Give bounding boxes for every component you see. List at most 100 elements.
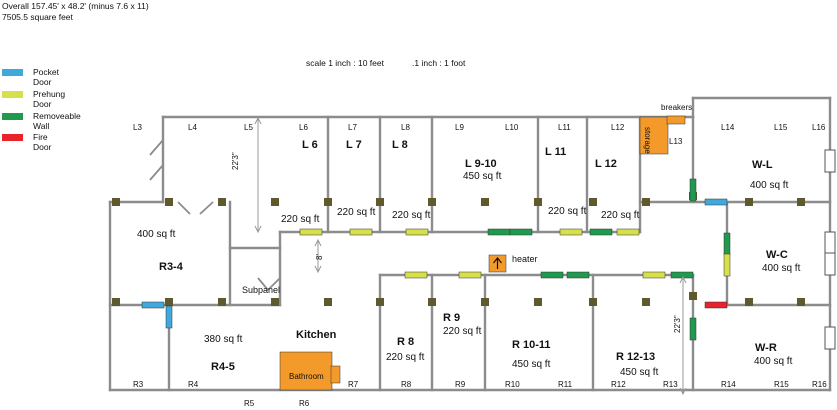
bathroom	[279, 351, 333, 391]
prehung-door-marker	[559, 228, 583, 236]
building-column	[218, 198, 226, 206]
column-label-l3: L3	[133, 123, 142, 132]
pocket-door-marker	[704, 198, 728, 206]
column-label-r11: R11	[558, 380, 573, 389]
dimension-arrow-left-head-bottom	[254, 225, 262, 234]
room-area-wc: 400 sq ft	[762, 263, 801, 274]
building-column	[112, 198, 120, 206]
door-swing	[177, 201, 191, 215]
dimension-right-height: 22'3"	[673, 315, 682, 333]
removeable-door-marker	[540, 271, 564, 279]
total-square-feet: 7505.5 square feet	[2, 12, 73, 22]
room-name-wc: W-C	[766, 249, 788, 261]
prehung-door-marker	[405, 228, 429, 236]
building-column	[745, 198, 753, 206]
legend-label: Pocket Door	[33, 67, 59, 87]
column-label-l12: L12	[611, 123, 625, 132]
column-label-l15: L15	[774, 123, 788, 132]
column-label-l11: L11	[558, 123, 571, 132]
room-area-wr: 400 sq ft	[754, 356, 793, 367]
prehung-door-marker	[349, 228, 373, 236]
column-label-l14: L14	[721, 123, 735, 132]
building-column	[534, 198, 542, 206]
subpanel-label: Subpanel	[242, 285, 281, 295]
building-column	[689, 292, 697, 300]
building-column	[797, 298, 805, 306]
arrow-up-icon	[493, 257, 502, 269]
legend-swatch-fire-door	[2, 134, 23, 141]
features	[112, 115, 836, 396]
breakers-label: breakers	[661, 103, 693, 112]
removeable-door-marker	[670, 271, 694, 279]
door-swing	[267, 277, 281, 291]
room-name-l12: L 12	[595, 158, 617, 170]
prehung-door-marker	[616, 228, 640, 236]
door-swing	[199, 201, 214, 215]
column-label-l4: L4	[188, 123, 197, 132]
room-area-wl: 400 sq ft	[750, 180, 789, 191]
dimension-arrow-left-head-top	[254, 116, 262, 125]
building-column	[481, 298, 489, 306]
room-name-l910: L 9-10	[465, 158, 497, 170]
walls	[108, 96, 832, 392]
room-area-l910: 450 sq ft	[463, 171, 502, 182]
room-name-r8: R 8	[397, 336, 415, 348]
prehung-door-marker	[723, 253, 731, 277]
building-column	[271, 298, 279, 306]
column-label-r7: R7	[348, 380, 359, 389]
building-column	[271, 198, 279, 206]
room-name-l8: L 8	[392, 139, 408, 151]
removeable-door-marker	[589, 228, 613, 236]
room-area-l11: 220 sq ft	[548, 206, 587, 217]
building-column	[165, 198, 173, 206]
scale-primary: scale 1 inch : 10 feet	[306, 58, 384, 68]
bathroom-closet	[330, 365, 341, 384]
room-name-wl: W-L	[752, 159, 773, 171]
legend-swatch-prehung-door	[2, 91, 23, 98]
window-marker	[824, 252, 836, 276]
building-column	[642, 298, 650, 306]
room-area-l6: 220 sq ft	[281, 214, 320, 225]
building-column	[324, 298, 332, 306]
room-area-l12: 220 sq ft	[601, 210, 640, 221]
door-swing	[149, 164, 164, 181]
room-name-r45: R4-5	[211, 361, 235, 373]
room-area-r8: 220 sq ft	[386, 352, 425, 363]
prehung-door-marker	[299, 228, 323, 236]
column-label-r14: R14	[721, 380, 736, 389]
room-area-r1011: 450 sq ft	[512, 359, 551, 370]
column-label-l16: L16	[812, 123, 826, 132]
column-label-l5: L5	[244, 123, 253, 132]
building-column	[376, 198, 384, 206]
door-swing	[149, 139, 164, 156]
column-label-r10: R10	[505, 380, 520, 389]
door-swing	[257, 277, 269, 291]
pocket-door-marker	[165, 305, 173, 329]
removeable-door-marker	[509, 228, 533, 236]
column-label-r12: R12	[611, 380, 626, 389]
building-column	[218, 298, 226, 306]
dimension-left-height: 22'3"	[231, 152, 240, 170]
column-label-r15: R15	[774, 380, 789, 389]
prehung-door-marker	[642, 271, 666, 279]
column-label-l13: L13	[669, 137, 683, 146]
removeable-door-marker	[566, 271, 590, 279]
removeable-door-marker	[487, 228, 511, 236]
building-column	[112, 298, 120, 306]
legend-label: Fire Door	[33, 132, 52, 152]
removeable-door-marker	[689, 178, 697, 202]
room-area-r1213: 450 sq ft	[620, 367, 659, 378]
room-area-r9: 220 sq ft	[443, 326, 482, 337]
dimension-arrow-corridor-head-top	[314, 238, 322, 247]
room-name-l7: L 7	[346, 139, 362, 151]
heater-label: heater	[512, 254, 538, 264]
fire-door-marker	[704, 301, 728, 309]
legend-label: Prehung Door	[33, 89, 66, 109]
column-label-r8: R8	[401, 380, 412, 389]
room-name-kitchen: Kitchen	[296, 329, 337, 341]
prehung-door-marker	[404, 271, 428, 279]
column-label-r13: R13	[663, 380, 678, 389]
building-column	[589, 298, 597, 306]
column-label-l7: L7	[348, 123, 357, 132]
